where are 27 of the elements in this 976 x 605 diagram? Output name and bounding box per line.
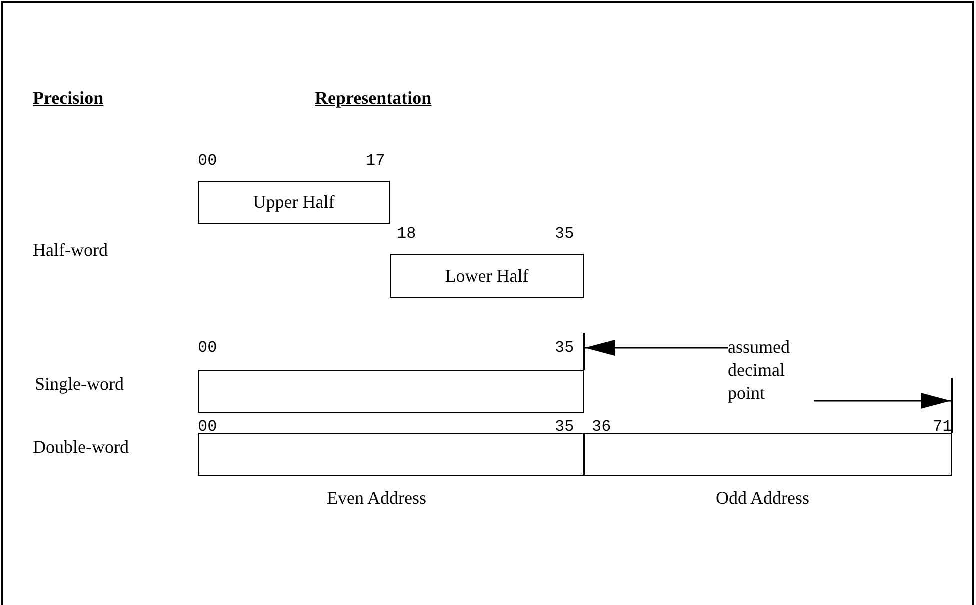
bit-number: 17 (366, 152, 386, 170)
field-box: Upper Half (198, 181, 390, 224)
decimal-point-mark (583, 333, 585, 370)
decimal-point-mark (951, 378, 953, 433)
bit-number: 71 (933, 418, 952, 436)
bit-number: 00 (198, 339, 218, 357)
annotation-text: assumed decimal point (728, 336, 814, 405)
bit-number: 18 (397, 225, 416, 243)
row-label: Single-word (35, 374, 124, 395)
column-heading: Representation (315, 88, 432, 109)
row-label: Double-word (33, 437, 129, 458)
word-box (198, 433, 584, 476)
arrow (814, 393, 951, 409)
arrow (585, 340, 728, 356)
bit-number: 00 (198, 418, 218, 436)
field-box: Lower Half (390, 254, 584, 298)
address-label: Even Address (327, 488, 426, 509)
bit-number: 00 (198, 152, 218, 170)
bit-number: 35 (555, 225, 574, 243)
address-label: Odd Address (716, 488, 810, 509)
bit-number: 35 (555, 418, 574, 436)
word-box (584, 433, 952, 476)
row-label: Half-word (33, 240, 108, 261)
word-box (198, 370, 584, 413)
bit-number: 36 (592, 418, 612, 436)
bit-number: 35 (555, 339, 574, 357)
column-heading: Precision (33, 88, 104, 109)
